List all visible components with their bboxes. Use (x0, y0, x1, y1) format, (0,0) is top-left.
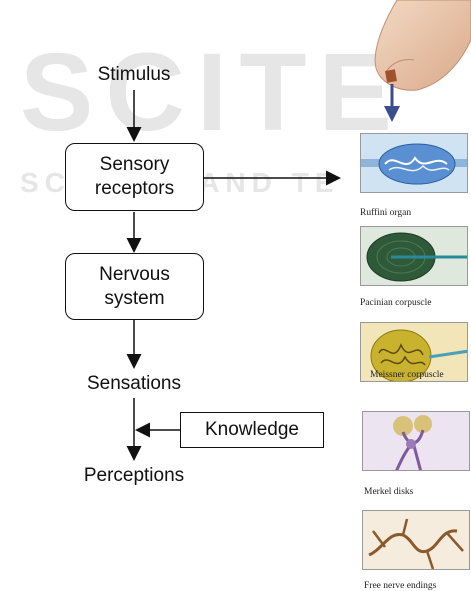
nervous-system-box: Nervous system (65, 253, 204, 320)
nervous-system-line1: Nervous (99, 263, 170, 287)
sensory-receptors-line1: Sensory (95, 153, 174, 177)
knowledge-box: Knowledge (180, 412, 324, 448)
sensory-receptors-box: Sensory receptors (65, 143, 204, 211)
free-nerve-endings-image (362, 510, 470, 570)
finger-illustration (362, 0, 471, 125)
ruffini-organ-caption: Ruffini organ (360, 208, 411, 218)
sensations-label: Sensations (74, 373, 194, 395)
nervous-system-line2: system (99, 287, 170, 311)
ruffini-organ-image (360, 133, 468, 193)
pacinian-corpuscle-image (360, 226, 468, 286)
free-nerve-endings-caption: Free nerve endings (364, 581, 436, 591)
merkel-disks-image (362, 411, 470, 471)
pacinian-corpuscle-caption: Pacinian corpuscle (360, 298, 432, 308)
stimulus-label: Stimulus (84, 64, 184, 86)
meissner-corpuscle-caption: Meissner corpuscle (370, 370, 444, 380)
perceptions-label: Perceptions (69, 465, 199, 487)
sensory-receptors-line2: receptors (95, 177, 174, 201)
merkel-disks-caption: Merkel disks (364, 487, 413, 497)
